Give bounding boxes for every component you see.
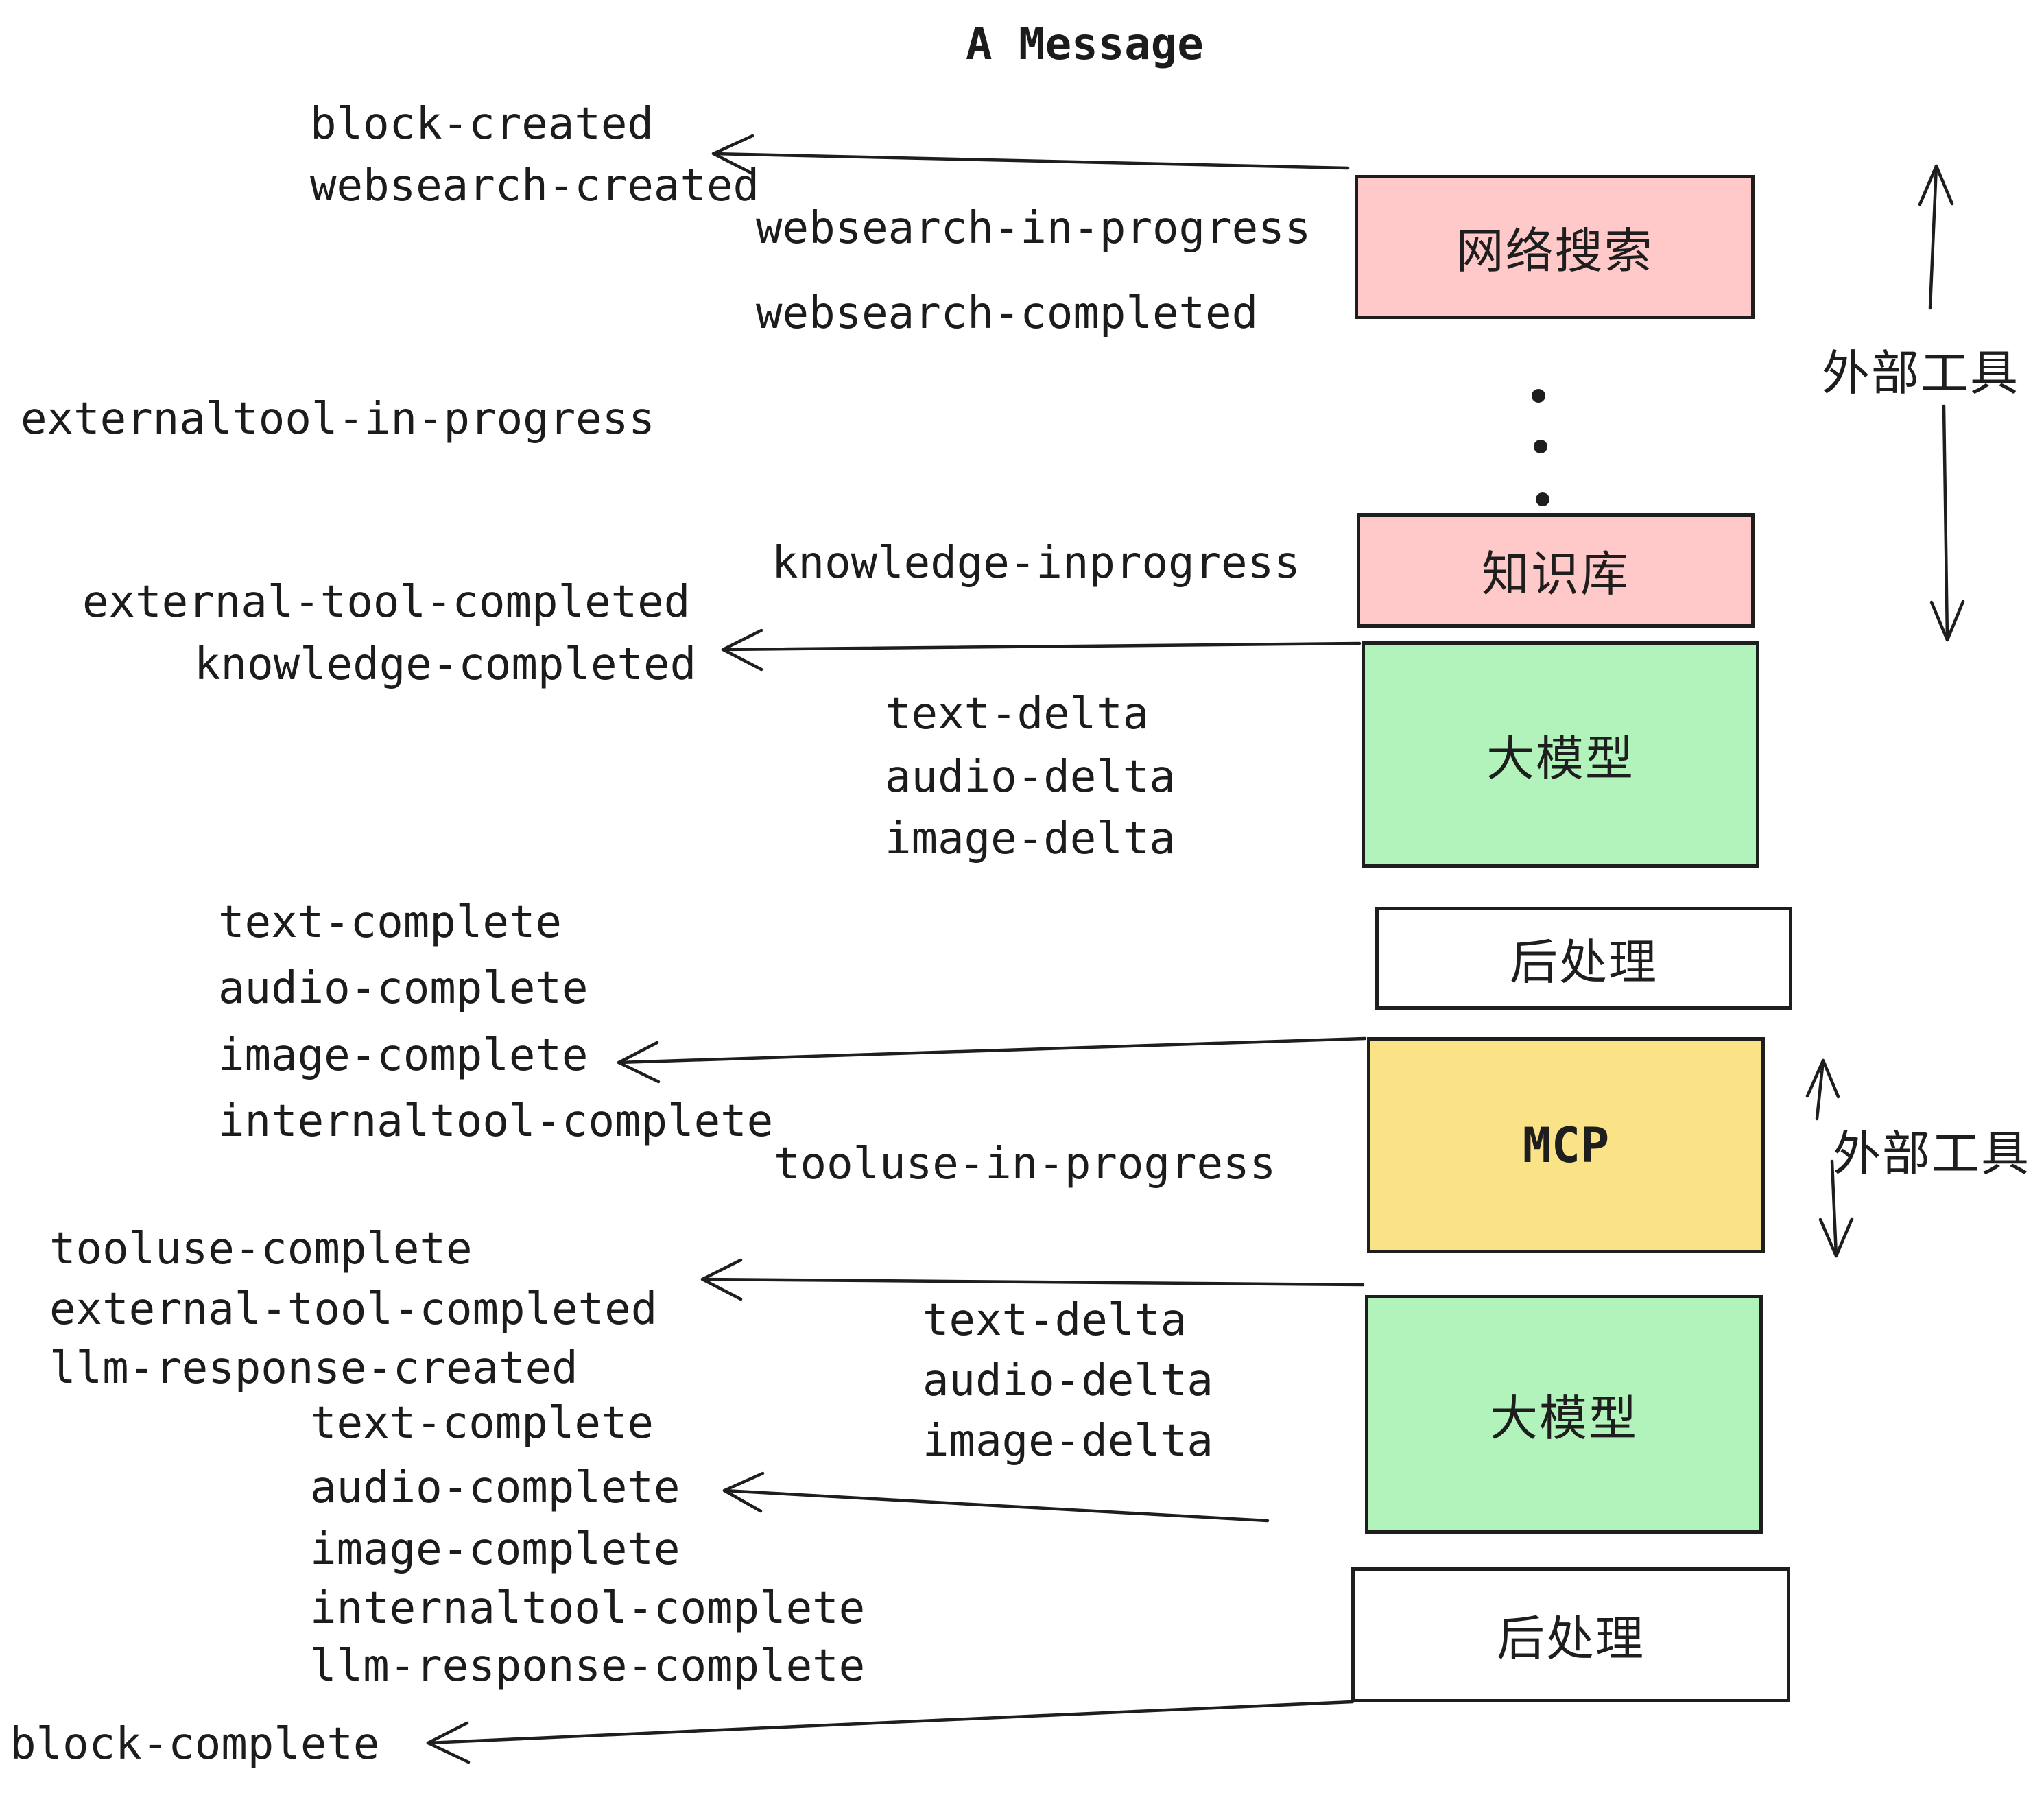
event-label-audio-delta-2: audio-delta: [923, 1355, 1213, 1406]
event-label-internaltool-complete-2: internaltool-complete: [310, 1583, 866, 1634]
event-label-tooluse-in-progress: tooluse-in-progress: [774, 1139, 1276, 1189]
event-label-externaltool-in-progress: externaltool-in-progress: [21, 394, 655, 444]
event-label-websearch-created: websearch-created: [310, 161, 760, 211]
event-label-knowledge-inprogress: knowledge-inprogress: [772, 538, 1300, 589]
event-label-external-tool-completed-2: external-tool-completed: [49, 1284, 658, 1335]
diagram-title: A Message: [966, 19, 1204, 70]
node-llm-bottom: 大模型: [1365, 1295, 1763, 1534]
node-post-top: 后处理: [1375, 907, 1792, 1010]
external-tools-label-top: 外部工具: [1822, 346, 2019, 400]
node-llm-top: 大模型: [1362, 641, 1759, 868]
arrow-websearch-created: [711, 134, 1350, 176]
arrow-knowledge-completed: [721, 628, 1362, 672]
event-label-websearch-completed: websearch-completed: [756, 288, 1259, 339]
node-llm-top-label: 大模型: [1486, 731, 1635, 785]
arrow-external-tools-up-1: [1918, 164, 1954, 310]
event-label-websearch-in-progress: websearch-in-progress: [756, 203, 1311, 254]
event-label-audio-complete-2: audio-complete: [310, 1462, 680, 1513]
node-mcp: MCP: [1367, 1037, 1765, 1253]
event-label-text-complete-1: text-complete: [218, 897, 562, 948]
arrow-external-tools-down-1: [1929, 404, 1965, 642]
arrow-complete-2: [722, 1471, 1270, 1523]
event-label-llm-response-complete: llm-response-complete: [310, 1641, 866, 1692]
event-label-audio-delta-1: audio-delta: [885, 752, 1176, 803]
event-label-image-complete-2: image-complete: [310, 1524, 680, 1575]
event-label-block-complete: block-complete: [10, 1719, 380, 1770]
event-label-internaltool-complete-1: internaltool-complete: [218, 1096, 774, 1147]
event-label-external-tool-completed-1: external-tool-completed: [82, 577, 691, 628]
event-label-block-created: block-created: [310, 99, 654, 150]
arrow-internal-complete-1: [617, 1036, 1367, 1084]
node-mcp-label: MCP: [1522, 1117, 1610, 1174]
node-llm-bottom-label: 大模型: [1490, 1391, 1638, 1445]
event-label-text-delta-1: text-delta: [885, 689, 1150, 739]
arrow-external-tools-up-2: [1805, 1058, 1840, 1121]
node-post-bottom-label: 后处理: [1497, 1612, 1645, 1665]
event-label-text-delta-2: text-delta: [923, 1295, 1187, 1346]
node-knowledge: 知识库: [1357, 513, 1755, 628]
event-label-text-complete-2: text-complete: [310, 1398, 654, 1449]
external-tools-label-mid: 外部工具: [1833, 1127, 2030, 1180]
event-label-llm-response-created: llm-response-created: [49, 1343, 578, 1394]
node-knowledge-label: 知识库: [1482, 547, 1630, 601]
node-websearch-label: 网络搜索: [1455, 224, 1654, 278]
event-label-audio-complete-1: audio-complete: [218, 963, 589, 1014]
node-websearch: 网络搜索: [1355, 175, 1755, 319]
node-post-bottom: 后处理: [1351, 1567, 1790, 1702]
event-label-tooluse-complete: tooluse-complete: [49, 1224, 473, 1274]
event-label-image-delta-2: image-delta: [923, 1416, 1213, 1467]
ellipsis-dots: [1532, 389, 1549, 506]
event-label-image-complete-1: image-complete: [218, 1030, 589, 1081]
event-label-knowledge-completed: knowledge-completed: [194, 639, 697, 690]
arrow-tooluse-complete: [700, 1258, 1365, 1301]
event-label-image-delta-1: image-delta: [885, 814, 1176, 864]
arrow-block-complete: [426, 1700, 1355, 1764]
node-post-top-label: 后处理: [1510, 935, 1658, 989]
